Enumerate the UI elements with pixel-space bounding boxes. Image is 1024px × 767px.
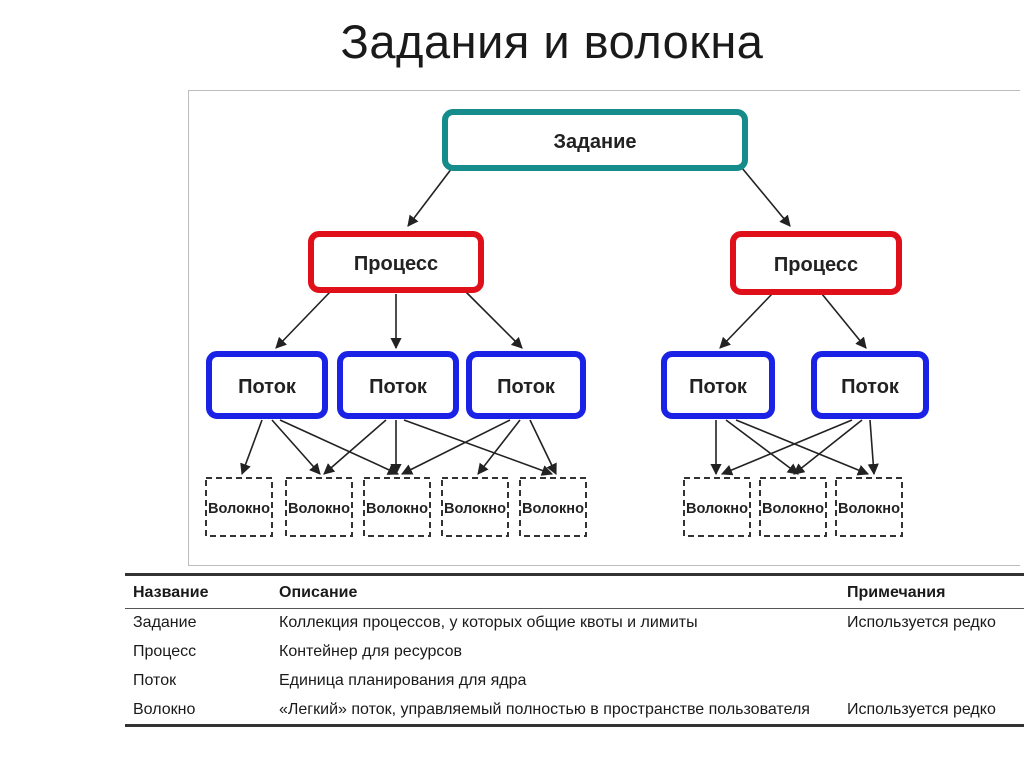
table-row: Поток Единица планирования для ядра <box>125 667 1024 696</box>
process-node-1-label: Процесс <box>354 253 438 275</box>
connector-thread4-fiber8 <box>735 419 870 476</box>
process-node-2-label: Процесс <box>774 254 858 276</box>
process-node-1-box <box>308 231 484 293</box>
table-row: Волокно «Легкий» поток, управляемый полн… <box>125 696 1024 726</box>
header-notes: Примечания <box>839 574 1024 609</box>
fiber-node-7-label: Волокно <box>762 500 824 517</box>
connector-thread1-fiber1 <box>240 419 263 476</box>
connector-process1-thread1 <box>275 291 331 349</box>
definitions-table: Название Описание Примечания Задание Кол… <box>125 573 1024 727</box>
fiber-node-1-box <box>205 477 273 537</box>
thread-node-2-label: Поток <box>369 376 428 398</box>
thread-node-1-label: Поток <box>238 376 297 398</box>
cell-notes <box>839 667 1024 696</box>
connector-thread3-fiber3 <box>400 419 511 475</box>
thread-node-3: Поток <box>466 351 586 419</box>
fiber-node-5-box <box>519 477 587 537</box>
fiber-node-5-label: Волокно <box>522 500 584 517</box>
fiber-node-3-label: Волокно <box>366 500 428 517</box>
thread-node-5-label: Поток <box>841 376 900 398</box>
header-name: Название <box>125 574 271 609</box>
connector-thread4-fiber7 <box>725 419 799 475</box>
connector-job-process-1 <box>407 167 453 227</box>
job-node-box <box>442 109 748 171</box>
cell-name: Волокно <box>133 701 196 718</box>
thread-node-1-box <box>206 351 328 419</box>
process-node-2: Процесс <box>730 231 902 295</box>
thread-node-1: Поток <box>206 351 328 419</box>
connector-process1-thread3 <box>465 291 523 349</box>
connector-thread1-fiber3 <box>279 419 400 475</box>
table-row: Процесс Контейнер для ресурсов <box>125 638 1024 667</box>
cell-notes: Используется редко <box>847 614 996 631</box>
connector-thread2-fiber2 <box>323 419 387 475</box>
job-node-label: Задание <box>554 131 637 153</box>
cell-name: Задание <box>133 614 197 631</box>
fiber-node-8-box <box>835 477 903 537</box>
cell-description: Единица планирования для ядра <box>279 672 527 689</box>
job-node: Задание <box>442 109 748 171</box>
thread-node-5-box <box>811 351 929 419</box>
slide-title: Задания и волокна <box>340 15 764 68</box>
connector-job-process-2 <box>741 167 791 227</box>
cell-description: «Легкий» поток, управляемый полностью в … <box>279 701 810 718</box>
fiber-nodes <box>205 477 903 537</box>
connector-process2-thread5 <box>821 293 867 349</box>
cell-description: Контейнер для ресурсов <box>279 643 462 660</box>
connector-thread1-fiber2 <box>271 419 321 475</box>
connector-thread5-fiber7 <box>793 419 863 475</box>
connector-thread2-fiber5 <box>403 419 554 476</box>
thread-node-4-label: Поток <box>689 376 748 398</box>
thread-node-5: Поток <box>811 351 929 419</box>
process-node-1: Процесс <box>308 231 484 293</box>
fiber-node-8-label: Волокно <box>838 500 900 517</box>
thread-node-4-box <box>661 351 775 419</box>
fiber-labels: Волокно Волокно Волокно Волокно Волокно … <box>208 500 900 517</box>
fiber-node-1-label: Волокно <box>208 500 270 517</box>
header-description: Описание <box>271 574 839 609</box>
fiber-node-2-box <box>285 477 353 537</box>
thread-node-3-label: Поток <box>497 376 556 398</box>
cell-notes <box>839 638 1024 667</box>
cell-name: Процесс <box>133 643 197 660</box>
fiber-node-4-box <box>441 477 509 537</box>
fiber-node-4-label: Волокно <box>444 500 506 517</box>
fiber-node-2-label: Волокно <box>288 500 350 517</box>
cell-notes: Используется редко <box>847 701 996 718</box>
connector-thread5-fiber8 <box>867 419 879 476</box>
fiber-node-6-label: Волокно <box>686 500 748 517</box>
connector-lines <box>240 167 879 476</box>
table-row: Задание Коллекция процессов, у которых о… <box>125 609 1024 639</box>
fiber-node-3-box <box>363 477 431 537</box>
process-node-2-box <box>730 231 902 295</box>
cell-description: Коллекция процессов, у которых общие кво… <box>279 614 698 631</box>
connector-process2-thread4 <box>719 293 773 349</box>
fiber-node-7-box <box>759 477 827 537</box>
thread-node-2-box <box>337 351 459 419</box>
connector-thread5-fiber6 <box>720 419 853 476</box>
thread-node-4: Поток <box>661 351 775 419</box>
thread-node-2: Поток <box>337 351 459 419</box>
thread-node-3-box <box>466 351 586 419</box>
connector-thread3-fiber5 <box>529 419 557 476</box>
table-header-row: Название Описание Примечания <box>125 574 1024 609</box>
cell-name: Поток <box>133 672 177 689</box>
connector-thread3-fiber4 <box>477 419 521 475</box>
fiber-node-6-box <box>683 477 751 537</box>
